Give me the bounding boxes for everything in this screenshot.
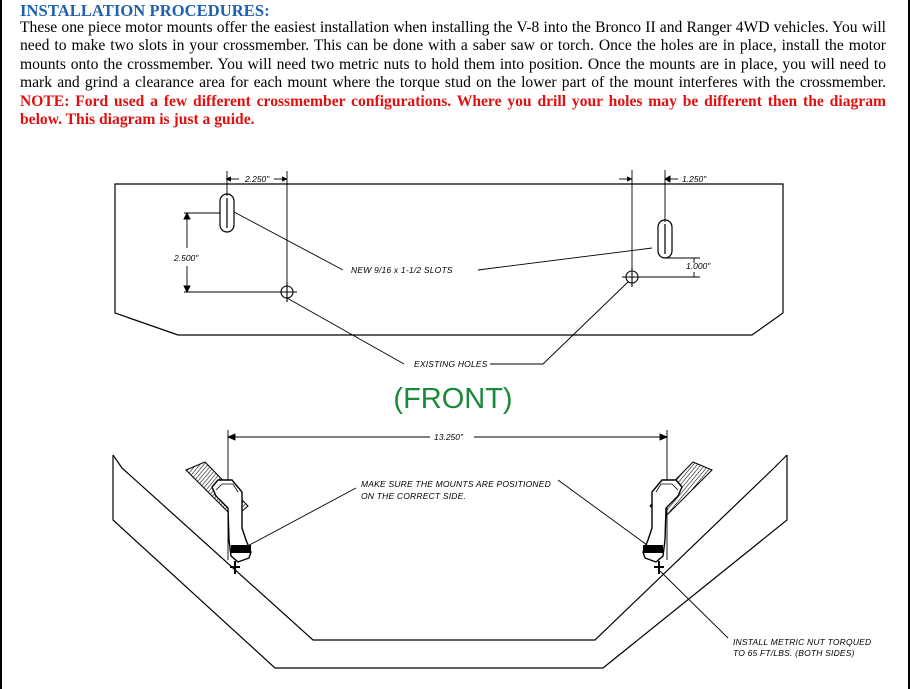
crossmember-top-view: [114, 183, 784, 336]
installation-paragraph: These one piece motor mounts offer the e…: [20, 19, 886, 129]
section-heading: INSTALLATION PROCEDURES:: [20, 1, 270, 20]
dim-right-height: 1.000": [686, 261, 711, 271]
crossmember-front-view: [112, 454, 788, 669]
instructions-text: These one piece motor mounts offer the e…: [20, 19, 886, 92]
holes-callout: EXISTING HOLES: [414, 359, 488, 369]
dim-width: 13.250": [434, 432, 464, 442]
nut-note-line1: INSTALL METRIC NUT TORQUED: [733, 637, 871, 647]
left-motor-mount: [185, 461, 252, 574]
callout-leaders: [233, 211, 653, 365]
nut-note-line2: TO 65 FT/LBS. (BOTH SIDES): [733, 648, 855, 658]
right-motor-mount: [642, 461, 713, 574]
right-slot: [657, 219, 673, 259]
left-slot: [219, 193, 235, 233]
top-dimension-lines: [183, 170, 700, 294]
slots-callout: NEW 9/16 x 1-1/2 SLOTS: [351, 265, 453, 275]
dim-left-offset: 2.250": [244, 174, 270, 184]
dim-right-offset: 1.250": [682, 174, 707, 184]
front-label: (FRONT): [393, 383, 512, 415]
note-text: NOTE: Ford used a few different crossmem…: [20, 92, 886, 129]
mounts-note-line1: MAKE SURE THE MOUNTS ARE POSITIONED: [361, 479, 551, 489]
front-callout-leaders: [241, 479, 729, 639]
dim-left-height: 2.500": [173, 253, 199, 263]
mounts-note-line2: ON THE CORRECT SIDE.: [361, 491, 466, 501]
